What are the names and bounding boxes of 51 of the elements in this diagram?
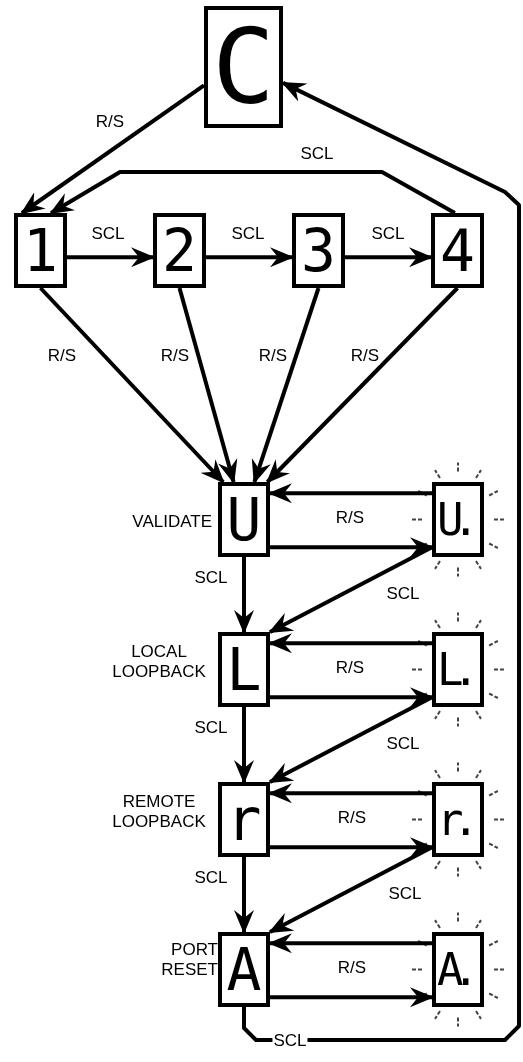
segment-display	[204, 6, 283, 128]
display-character: U.	[437, 497, 470, 542]
display-character: 3	[301, 221, 336, 280]
arrow	[268, 545, 433, 634]
display-character: 1	[23, 221, 58, 280]
segment-display	[432, 782, 484, 857]
arrow	[234, 557, 254, 634]
segment-display	[432, 632, 484, 707]
state-label: LOCAL LOOPBACK	[111, 642, 207, 682]
display-character: 4	[440, 221, 475, 280]
arrow	[234, 707, 254, 784]
segment-display	[14, 213, 67, 288]
display-character: C	[212, 15, 275, 119]
arrow	[268, 845, 433, 934]
segment-display	[218, 932, 270, 1007]
display-character: L.	[437, 647, 470, 692]
state-label: VALIDATE	[131, 512, 212, 532]
edge-label: R/S	[349, 347, 381, 365]
segment-display	[153, 213, 206, 288]
arrow	[206, 247, 294, 268]
arrow	[270, 687, 434, 708]
segment-display	[432, 932, 484, 1007]
arrow	[67, 247, 155, 268]
segment-display	[218, 782, 270, 857]
display-character: A.	[437, 947, 470, 992]
display-character: U	[226, 490, 262, 549]
segment-display	[218, 482, 270, 557]
segment-display	[432, 482, 484, 557]
arrow	[270, 537, 434, 558]
arrow	[20, 83, 206, 215]
arrow	[270, 987, 434, 1008]
segment-display	[292, 213, 345, 288]
display-character: r	[226, 790, 262, 849]
arrow	[49, 170, 456, 215]
arrow	[39, 286, 225, 484]
state-label: PORT RESET	[160, 940, 218, 980]
arrow	[234, 857, 254, 934]
display-character: 2	[162, 221, 197, 280]
arrow	[345, 247, 433, 268]
arrow	[268, 695, 433, 784]
arrow	[265, 286, 459, 484]
display-character: L	[226, 640, 262, 699]
arrow	[242, 81, 521, 1042]
state-label: REMOTE LOOPBACK	[111, 792, 207, 832]
arrow	[177, 287, 238, 484]
segment-display	[431, 213, 484, 288]
segment-display	[218, 632, 270, 707]
display-character: A	[226, 940, 262, 999]
display-character: r.	[437, 797, 470, 842]
arrow	[270, 837, 434, 858]
arrow	[251, 287, 321, 484]
